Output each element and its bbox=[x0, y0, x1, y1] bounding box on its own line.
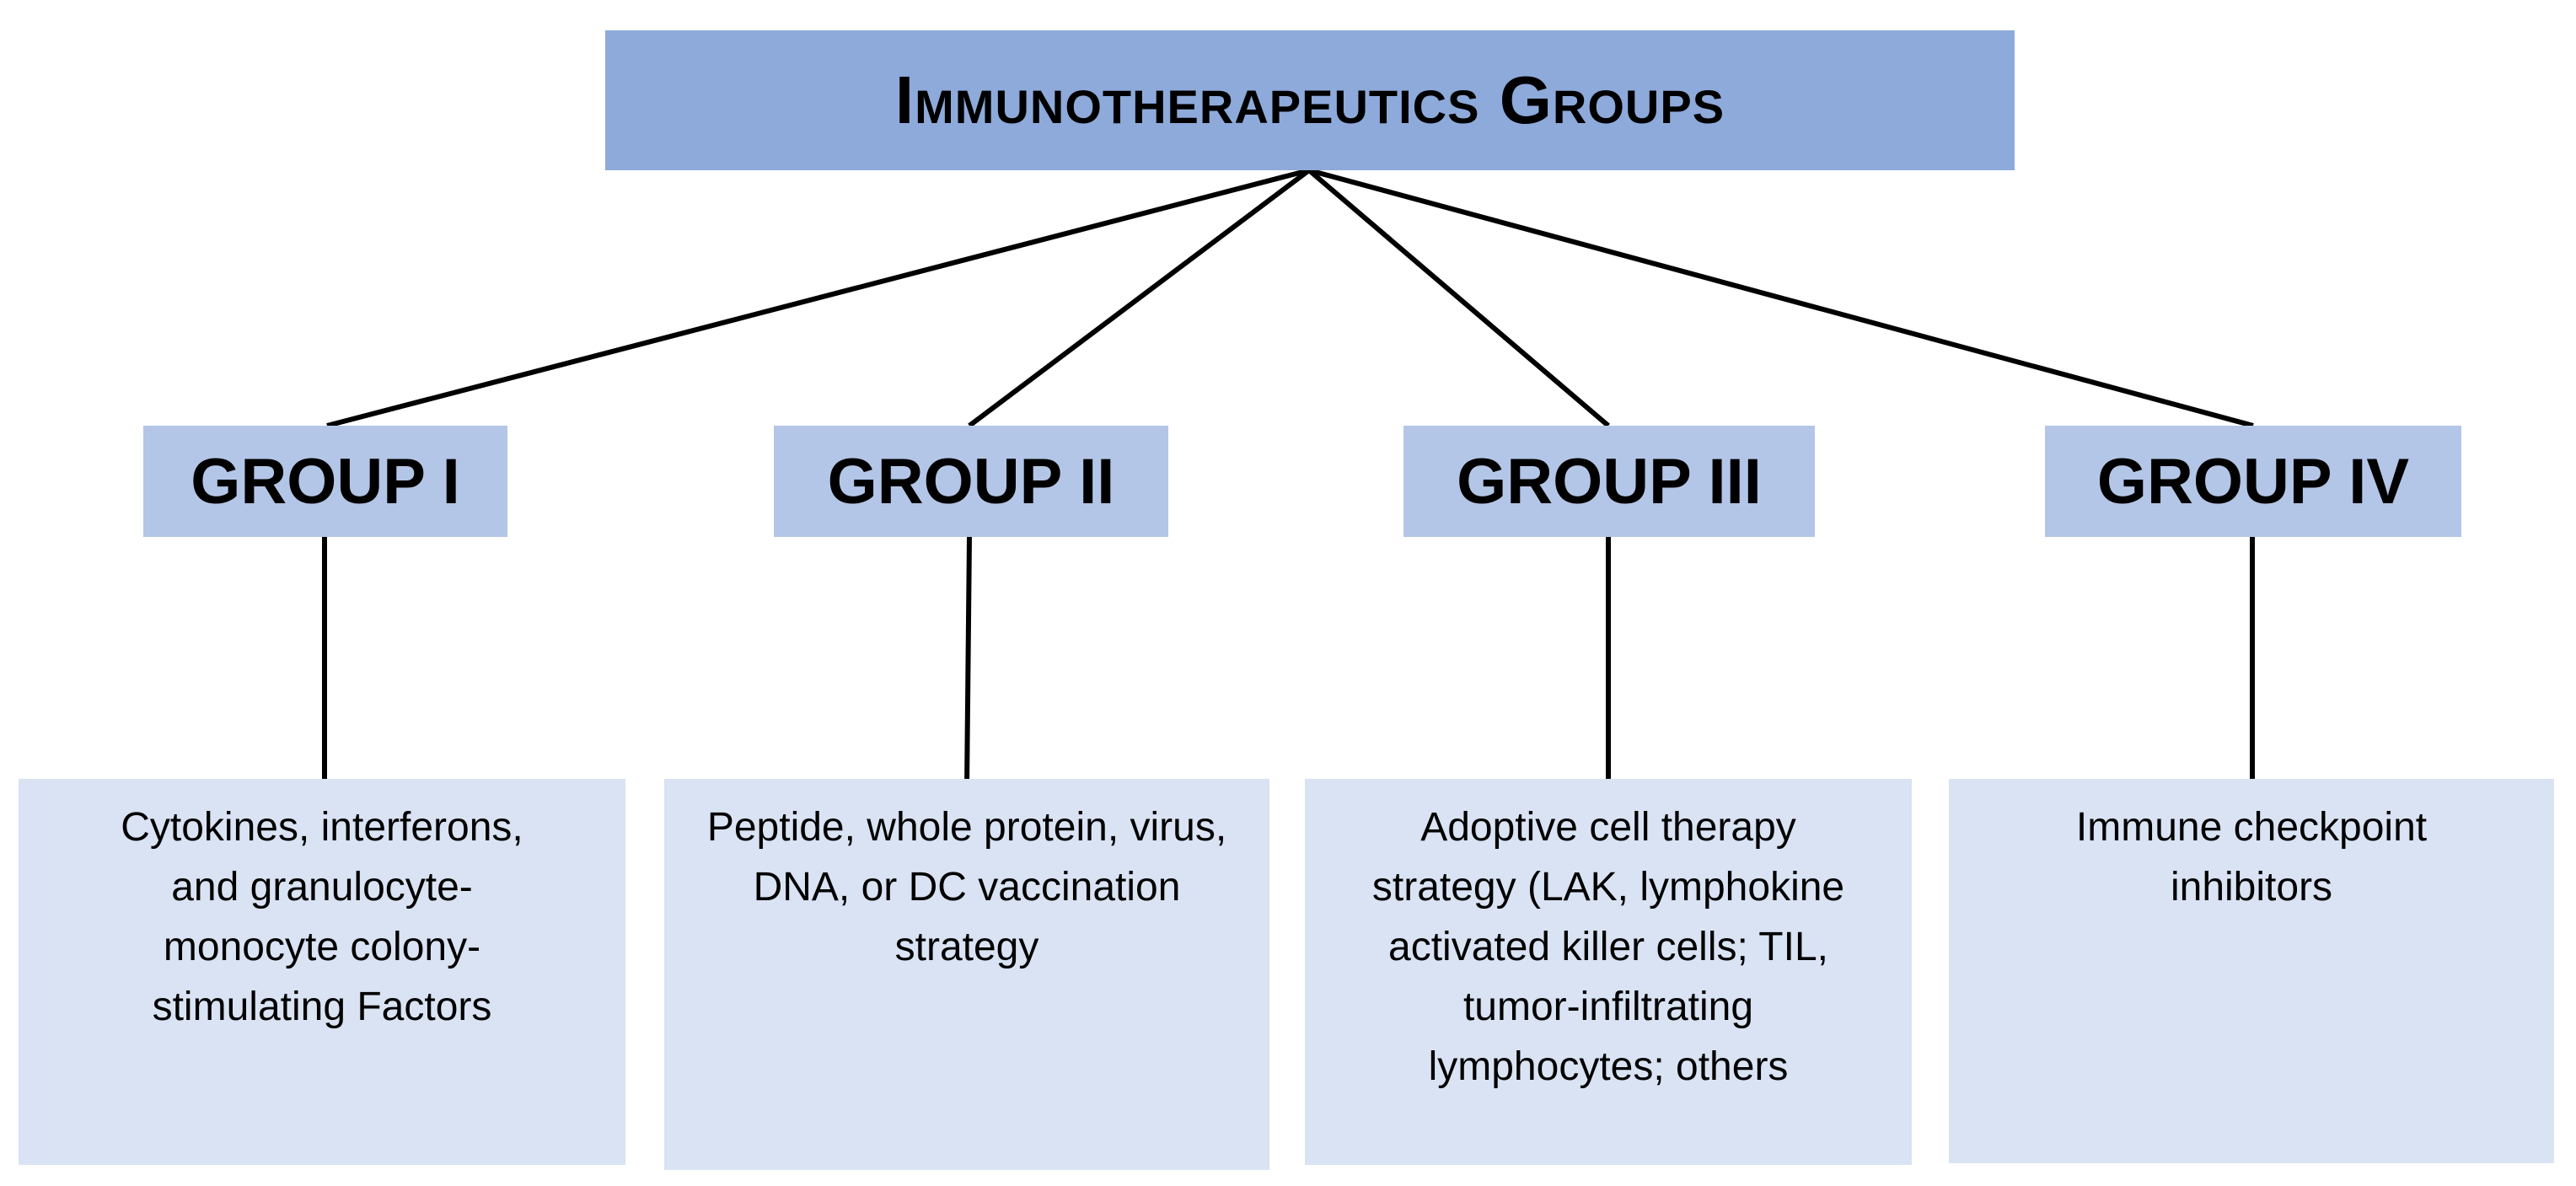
group-4-description: Immune checkpoint inhibitors bbox=[2075, 805, 2428, 910]
group-3-description-box: Adoptive cell therapy strategy (LAK, lym… bbox=[1305, 779, 1912, 1165]
connector-title-to-group-1 bbox=[326, 168, 1310, 428]
connector-title-to-group-2 bbox=[968, 168, 1311, 428]
group-2-description-box: Peptide, whole protein, virus, DNA, or D… bbox=[664, 779, 1269, 1170]
group-1-description-box: Cytokines, interferons, and granulocyte-… bbox=[19, 779, 625, 1165]
group-3-description: Adoptive cell therapy strategy (LAK, lym… bbox=[1371, 805, 1845, 1089]
group-4-box: GROUP IV bbox=[2045, 426, 2461, 537]
connector-title-to-group-3 bbox=[1307, 168, 1610, 428]
group-4-description-box: Immune checkpoint inhibitors bbox=[1949, 779, 2554, 1163]
group-2-description: Peptide, whole protein, virus, DNA, or D… bbox=[706, 805, 1227, 969]
group-1-label: GROUP I bbox=[191, 445, 460, 518]
title-box: Immunotherapeutics Groups bbox=[605, 30, 2015, 170]
connector-title-to-group-4 bbox=[1308, 168, 2254, 428]
group-3-box: GROUP III bbox=[1403, 426, 1815, 537]
group-2-box: GROUP II bbox=[774, 426, 1168, 537]
group-3-label: GROUP III bbox=[1457, 445, 1762, 518]
connector-group-2-to-description bbox=[964, 536, 972, 788]
group-4-label: GROUP IV bbox=[2096, 445, 2410, 518]
group-2-label: GROUP II bbox=[827, 445, 1115, 518]
diagram-title: Immunotherapeutics Groups bbox=[894, 62, 1725, 137]
group-1-box: GROUP I bbox=[143, 426, 507, 537]
group-1-description: Cytokines, interferons, and granulocyte-… bbox=[121, 805, 523, 1029]
